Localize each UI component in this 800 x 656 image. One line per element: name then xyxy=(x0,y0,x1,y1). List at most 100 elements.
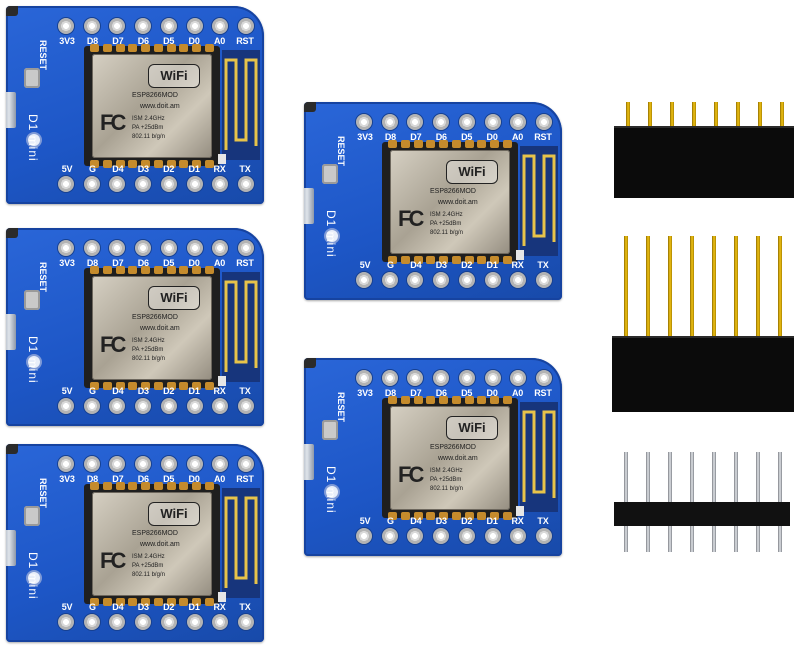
pcb-antenna xyxy=(520,146,558,256)
top-pin-row xyxy=(58,240,254,256)
header-leg xyxy=(734,236,738,340)
module-pad xyxy=(90,266,99,274)
pin-label: D8 xyxy=(86,474,98,484)
pin-label: D4 xyxy=(112,602,124,612)
pin-label: D2 xyxy=(163,386,175,396)
pin-label: D8 xyxy=(384,132,396,142)
header-pin xyxy=(212,614,229,630)
module-spec-1: ISM 2.4GHz xyxy=(430,212,463,218)
module-pad xyxy=(388,396,397,404)
pin-label: G xyxy=(89,602,96,612)
module-pad xyxy=(153,598,163,606)
header-pin xyxy=(407,114,424,130)
module-pad xyxy=(128,266,138,274)
pin-label: D1 xyxy=(486,260,498,270)
pin-label: D0 xyxy=(188,36,200,46)
usb-port xyxy=(304,188,314,224)
fc-mark: FC xyxy=(100,110,126,135)
header-pin xyxy=(212,398,229,414)
module-pad xyxy=(413,512,423,520)
module-spec-3: 802.11 b/g/n xyxy=(132,356,165,362)
module-pad xyxy=(204,482,214,490)
pin-label: 5V xyxy=(61,386,73,396)
pin-label: RX xyxy=(213,164,226,174)
module-pad xyxy=(166,266,176,274)
female-header-long xyxy=(612,336,794,412)
reset-label: RESET xyxy=(38,40,48,71)
pin-label: A0 xyxy=(213,258,226,268)
module-pad xyxy=(451,140,461,148)
module-pad xyxy=(451,396,461,404)
esp8266-module: WiFi ESP8266MOD www.doit.am FC ISM 2.4GH… xyxy=(382,396,518,520)
module-pad xyxy=(141,160,151,168)
pin-label: D8 xyxy=(384,388,396,398)
reset-button xyxy=(24,68,40,88)
header-pin xyxy=(458,114,475,130)
module-pad xyxy=(128,482,138,490)
pin-label: G xyxy=(387,516,394,526)
pin-label: 5V xyxy=(61,164,73,174)
header-pin xyxy=(535,272,552,288)
module-pad xyxy=(477,396,487,404)
header-pin xyxy=(58,614,74,630)
module-model: ESP8266MOD xyxy=(430,444,476,451)
pin-label: D7 xyxy=(112,474,124,484)
module-pad xyxy=(426,140,436,148)
module-pad xyxy=(400,140,410,148)
top-pin-row xyxy=(58,456,254,472)
module-site: www.doit.am xyxy=(140,541,180,548)
module-pads-bottom xyxy=(90,382,214,390)
module-shield: WiFi ESP8266MOD www.doit.am FC ISM 2.4GH… xyxy=(92,54,212,158)
pin-label: D8 xyxy=(86,258,98,268)
module-pad xyxy=(388,140,397,148)
module-spec-1: ISM 2.4GHz xyxy=(132,338,165,344)
header-pin xyxy=(83,398,100,414)
module-pad xyxy=(502,140,512,148)
fc-mark: FC xyxy=(398,462,424,487)
fc-mark: FC xyxy=(100,548,126,573)
module-pad xyxy=(153,160,163,168)
status-led xyxy=(326,486,338,498)
module-site: www.doit.am xyxy=(140,103,180,110)
esp8266-module: WiFi ESP8266MOD www.doit.am FC ISM 2.4GH… xyxy=(84,44,220,168)
header-leg xyxy=(624,236,628,340)
module-pads-bottom xyxy=(388,512,512,520)
module-pad xyxy=(439,396,449,404)
module-pad xyxy=(141,382,151,390)
module-model: ESP8266MOD xyxy=(132,314,178,321)
pin-label: TX xyxy=(537,516,549,526)
module-pad xyxy=(179,598,189,606)
module-spec-1: ISM 2.4GHz xyxy=(132,116,165,122)
module-pad xyxy=(102,382,112,390)
module-pad xyxy=(464,256,474,264)
bottom-pin-row xyxy=(356,272,552,288)
header-pin xyxy=(484,370,501,386)
module-pad xyxy=(102,266,112,274)
module-pad xyxy=(400,396,410,404)
module-pad xyxy=(115,160,125,168)
module-pad xyxy=(166,482,176,490)
esp8266-module: WiFi ESP8266MOD www.doit.am FC ISM 2.4GH… xyxy=(382,140,518,264)
module-pad xyxy=(400,256,410,264)
pin-label: D6 xyxy=(435,388,447,398)
header-pin xyxy=(109,18,126,34)
header-pin xyxy=(83,614,100,630)
header-leg xyxy=(670,102,674,128)
corner-mark xyxy=(304,102,316,112)
pin-label: D5 xyxy=(461,132,473,142)
module-pad xyxy=(90,598,99,606)
header-pin xyxy=(484,272,501,288)
header-pin xyxy=(407,272,424,288)
header-pin xyxy=(109,614,126,630)
header-pin xyxy=(109,240,126,256)
module-spec-2: PA +25dBm xyxy=(132,563,164,569)
module-pad xyxy=(115,598,125,606)
module-pad xyxy=(166,44,176,52)
header-pin xyxy=(58,176,74,192)
module-pad xyxy=(115,382,125,390)
capacitor xyxy=(218,376,226,386)
pin-label: 3V3 xyxy=(59,258,75,268)
